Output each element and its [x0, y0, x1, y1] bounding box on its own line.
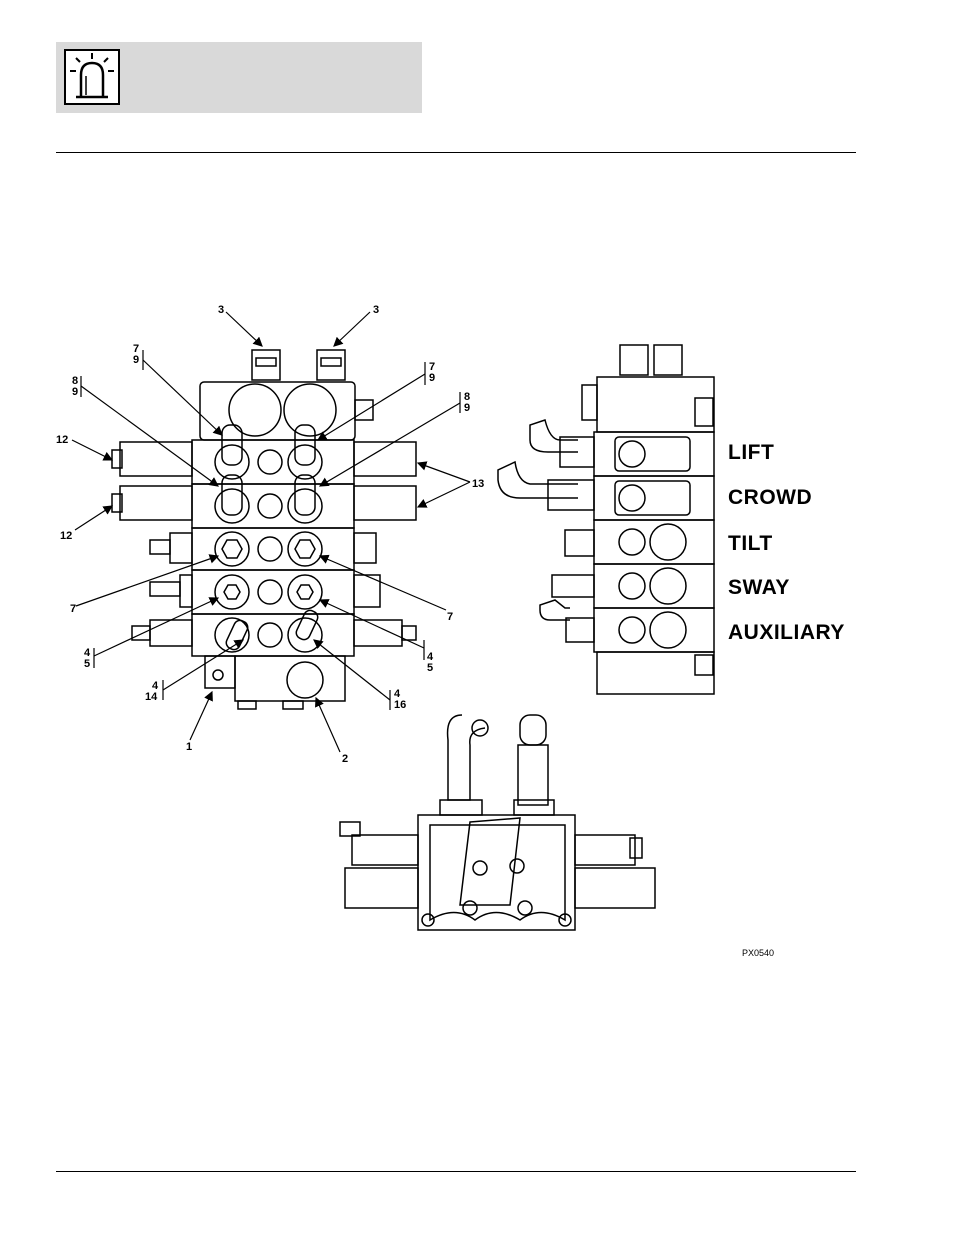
section-label-auxiliary: AUXILIARY	[728, 621, 845, 645]
callout-3-right: 3	[373, 304, 379, 316]
callout-1: 1	[186, 741, 192, 753]
leader-lines	[72, 312, 470, 752]
callout-13: 13	[472, 478, 484, 490]
callout-7-right: 7	[447, 611, 453, 623]
front-view-valve	[112, 350, 416, 709]
section-label-crowd: CROWD	[728, 486, 812, 510]
callout-12-top: 12	[56, 434, 68, 446]
callout-3-left: 3	[218, 304, 224, 316]
section-label-lift: LIFT	[728, 441, 774, 465]
callout-2: 2	[342, 753, 348, 765]
rear-view-valve	[340, 715, 655, 930]
section-label-tilt: TILT	[728, 532, 773, 556]
callout-12-bottom: 12	[60, 530, 72, 542]
figure-id: PX0540	[742, 948, 774, 958]
section-label-sway: SWAY	[728, 576, 790, 600]
callout-7-left: 7	[70, 603, 76, 615]
side-view-valve	[498, 345, 714, 694]
